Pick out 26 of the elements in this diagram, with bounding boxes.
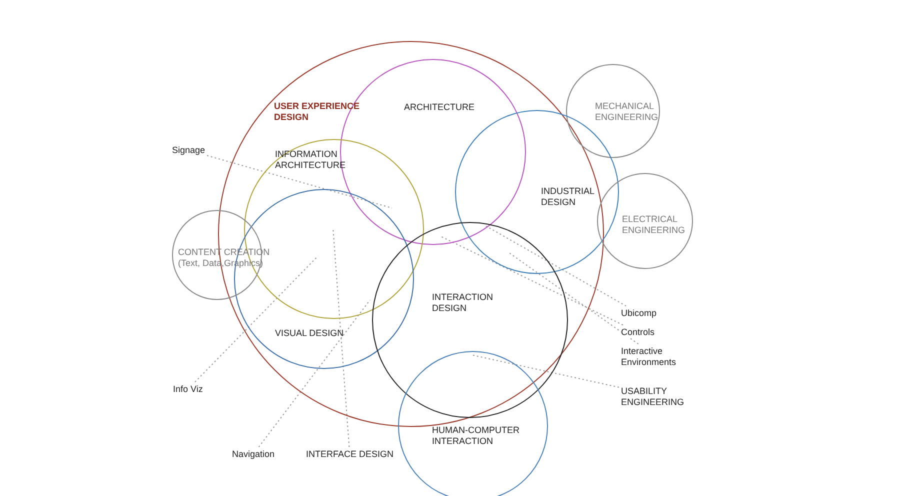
leader-label: Ubicomp: [621, 308, 657, 318]
circle-label: HUMAN-COMPUTER INTERACTION: [432, 425, 520, 446]
circle-label: ELECTRICAL ENGINEERING: [622, 214, 686, 235]
leader-line: [194, 256, 318, 382]
venn-circle: [566, 64, 660, 158]
leader-label: Navigation: [232, 449, 275, 460]
leader-label: INTERFACE DESIGN: [306, 449, 394, 460]
circle-label: MECHANICAL ENGINEERING: [595, 101, 660, 122]
node-label: USABILITY ENGINEERING: [621, 386, 684, 406]
circle-label: INTERACTION DESIGN: [432, 292, 492, 313]
node-label: Interactive Environments: [621, 346, 676, 366]
venn-circle: [398, 351, 548, 496]
circle-label: VISUAL DESIGN: [275, 328, 345, 338]
leader-label: Signage: [172, 145, 206, 156]
leader-line: [258, 300, 370, 448]
venn-circle: [597, 173, 693, 269]
leader-line: [472, 354, 620, 388]
leader-label: Controls: [621, 327, 655, 338]
circle-label: ARCHITECTURE: [404, 102, 476, 112]
circle-label: INDUSTRIAL DESIGN: [541, 186, 596, 207]
leader-line: [440, 236, 624, 326]
leader-line: [206, 155, 392, 208]
leader-line: [332, 228, 350, 448]
leader-line: [486, 226, 627, 306]
leader-label: Info Viz: [173, 384, 203, 394]
leader-line: [508, 252, 639, 344]
